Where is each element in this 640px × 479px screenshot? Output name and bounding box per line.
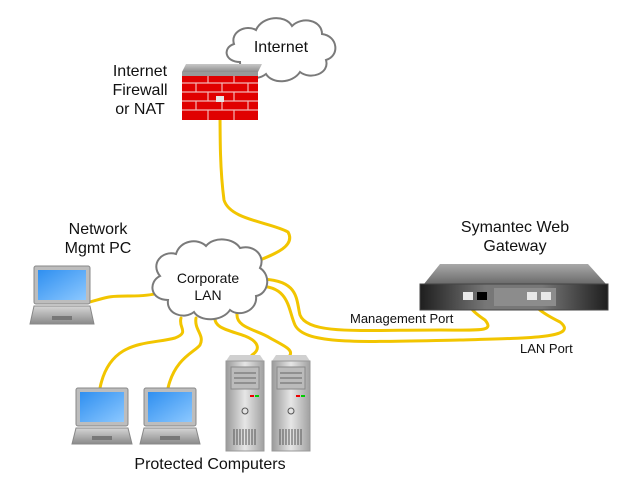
internet-label: Internet [253,39,309,56]
cable-lan-to-laptop2 [166,316,203,390]
corporate-lan-cloud-icon [151,238,269,321]
cables [88,98,566,390]
protected-server-2-icon [271,355,311,452]
mgmt-pc-label: Network Mgmt PC [48,220,148,258]
protected-server-1-icon [225,355,265,452]
firewall-label-line-3: or NAT [115,101,165,119]
firewall-icon [182,64,262,120]
wan-port-icon [541,292,551,300]
management-port-label: Management Port [350,311,454,326]
gateway-label-line-2: Gateway [483,238,547,256]
mgmt-pc-label-line-2: Mgmt PC [64,240,132,258]
unused-port-icon [477,292,487,300]
cable-lan-to-server2 [235,312,293,357]
gateway-label-line-1: Symantec Web [460,219,570,236]
corporate-lan-label: Corporate LAN [166,270,250,304]
lan-port-label: LAN Port [520,341,573,356]
corporate-lan-label-line-2: LAN [194,286,222,303]
corporate-lan-label-line-1: Corporate [176,270,240,286]
firewall-label: Internet Firewall or NAT [100,62,180,120]
gateway-label: Symantec Web Gateway [440,218,590,256]
protected-computers-label: Protected Computers [134,456,286,473]
protected-laptop-1-icon [71,387,133,445]
lan-port-icon [527,292,537,300]
cable-lan-to-lan-port [256,284,566,343]
mgmt-pc-laptop-icon [29,265,95,325]
cable-lan-to-server1 [213,314,259,357]
cable-lan-to-laptop1 [98,316,185,390]
mgmt-pc-label-line-1: Network [68,221,128,238]
cable-firewall-to-lan [218,98,292,264]
management-port-icon [463,292,473,300]
cable-lan-to-management-port [256,277,490,333]
firewall-port-icon [216,96,224,102]
protected-laptop-2-icon [139,387,201,445]
firewall-label-line-2: Firewall [112,82,168,100]
web-gateway-appliance-icon [419,264,609,311]
firewall-label-line-1: Internet [112,63,168,80]
